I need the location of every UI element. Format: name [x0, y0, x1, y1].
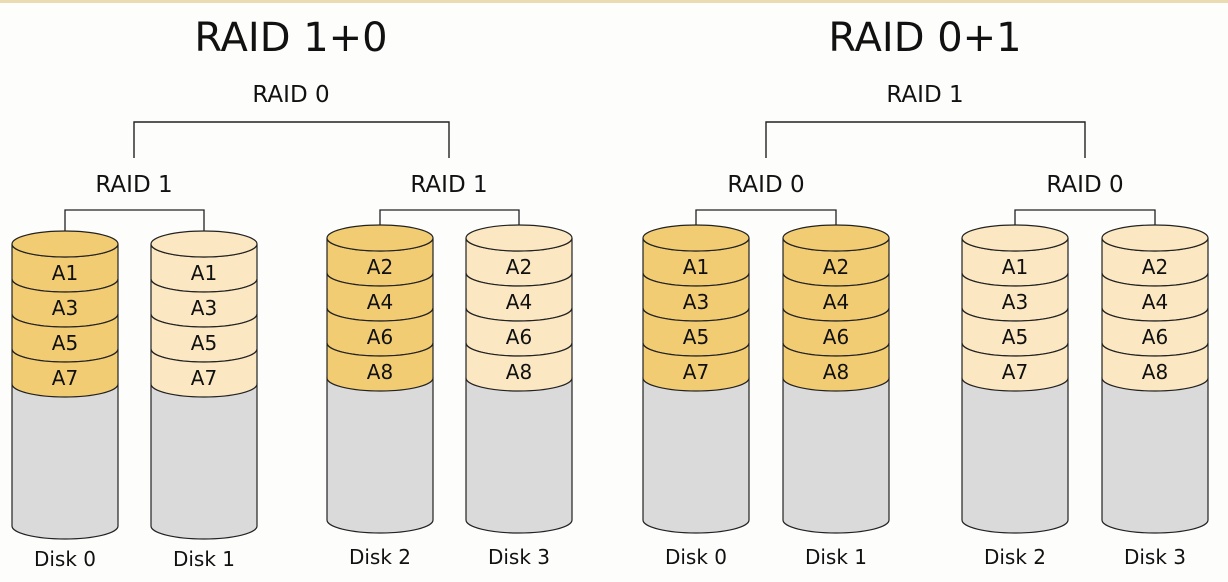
block-label: A2	[367, 255, 393, 279]
data-block	[1101, 342, 1209, 392]
block-label: A3	[52, 296, 78, 320]
disk-label: Disk 2	[349, 545, 411, 569]
data-block	[326, 342, 434, 392]
data-block	[642, 342, 750, 392]
disk-label: Disk 0	[34, 547, 96, 571]
block-label: A8	[367, 360, 393, 384]
block-label: A8	[823, 360, 849, 384]
block-label: A5	[1002, 325, 1028, 349]
data-block	[961, 342, 1069, 392]
block-label: A6	[506, 325, 532, 349]
block-label: A5	[191, 331, 217, 355]
disk-top	[326, 224, 434, 252]
disk-empty-space	[642, 377, 750, 534]
disk-label: Disk 2	[984, 545, 1046, 569]
disk-label: Disk 0	[665, 545, 727, 569]
group-connector	[1014, 209, 1156, 238]
top-bracket	[133, 121, 450, 158]
group-label: RAID 1	[410, 172, 487, 198]
disk-empty-space	[961, 377, 1069, 534]
diagram-title: RAID 1+0	[194, 15, 387, 61]
disk-empty-space	[150, 383, 258, 540]
block-label: A7	[1002, 360, 1028, 384]
block-label: A4	[1142, 290, 1168, 314]
block-label: A1	[191, 261, 217, 285]
block-label: A4	[823, 290, 849, 314]
disk-label: Disk 3	[488, 545, 550, 569]
group-connector	[695, 209, 837, 238]
group-connector	[379, 209, 520, 238]
data-block	[11, 348, 119, 398]
diagram-title: RAID 0+1	[828, 15, 1021, 61]
disk-empty-space	[326, 377, 434, 534]
disk-label: Disk 1	[805, 545, 867, 569]
disk-empty-space	[11, 383, 119, 540]
block-label: A8	[1142, 360, 1168, 384]
block-label: A1	[683, 255, 709, 279]
group-label: RAID 0	[1046, 172, 1123, 198]
disk-empty-space	[782, 377, 890, 534]
top-bracket	[765, 121, 1086, 158]
block-label: A7	[52, 366, 78, 390]
block-label: A1	[52, 261, 78, 285]
top-level-label: RAID 0	[252, 82, 329, 108]
block-label: A7	[191, 366, 217, 390]
group-connector	[64, 209, 205, 244]
disk-label: Disk 1	[173, 547, 235, 571]
disk-top	[465, 224, 573, 252]
block-label: A4	[506, 290, 532, 314]
data-block	[465, 342, 573, 392]
data-block	[150, 348, 258, 398]
top-border	[0, 0, 1228, 3]
block-label: A6	[1142, 325, 1168, 349]
top-level-label: RAID 1	[886, 82, 963, 108]
block-label: A6	[367, 325, 393, 349]
block-label: A5	[52, 331, 78, 355]
disk-label: Disk 3	[1124, 545, 1186, 569]
block-label: A2	[1142, 255, 1168, 279]
block-label: A6	[823, 325, 849, 349]
disk-top	[11, 230, 119, 258]
disk-top	[642, 224, 750, 252]
disk-top	[1101, 224, 1209, 252]
block-label: A5	[683, 325, 709, 349]
block-label: A2	[506, 255, 532, 279]
group-label: RAID 1	[95, 172, 172, 198]
disk-empty-space	[1101, 377, 1209, 534]
disk-empty-space	[465, 377, 573, 534]
data-block	[782, 342, 890, 392]
block-label: A4	[367, 290, 393, 314]
block-label: A3	[1002, 290, 1028, 314]
disk-top	[150, 230, 258, 258]
disk-top	[782, 224, 890, 252]
block-label: A2	[823, 255, 849, 279]
disk-top	[961, 224, 1069, 252]
block-label: A7	[683, 360, 709, 384]
block-label: A8	[506, 360, 532, 384]
group-label: RAID 0	[727, 172, 804, 198]
block-label: A3	[683, 290, 709, 314]
block-label: A1	[1002, 255, 1028, 279]
block-label: A3	[191, 296, 217, 320]
